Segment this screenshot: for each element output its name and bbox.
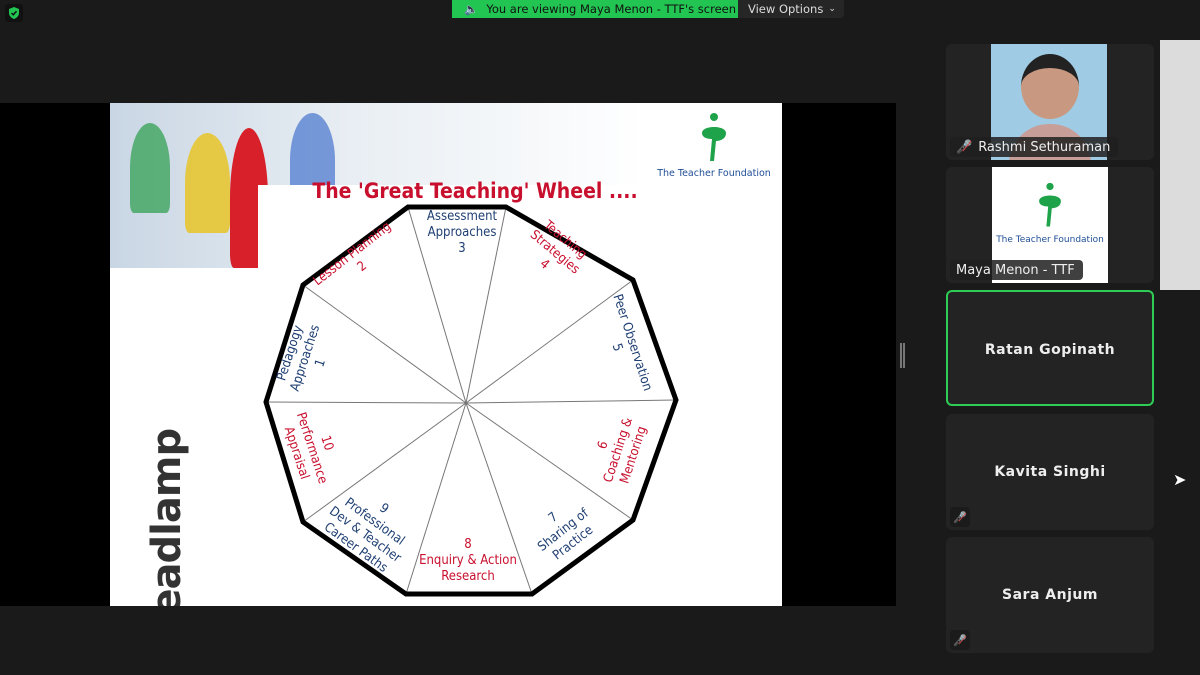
wheel-segment-label: Lesson Planning2 xyxy=(311,219,404,302)
wheel-spoke xyxy=(465,399,677,404)
banner-text: You are viewing Maya Menon - TTF's scree… xyxy=(486,2,737,16)
label-line: Lesson Planning xyxy=(311,219,395,289)
chevron-down-icon: ⌄ xyxy=(828,4,836,14)
logo-text: The Teacher Foundation xyxy=(996,235,1104,245)
participant-name-label: Maya Menon - TTF xyxy=(950,260,1083,280)
teaching-wheel: The 'Great Teaching' Wheel .... Pedagogy… xyxy=(263,179,679,597)
wheel-segment-label: TeachingStrategies4 xyxy=(517,215,593,289)
view-options-button[interactable]: View Options ⌄ xyxy=(738,0,844,18)
label-line: Peer Observation xyxy=(609,292,654,392)
participant-tile[interactable]: Sara Anjum 🎤̸ xyxy=(946,537,1154,653)
participant-name: Maya Menon - TTF xyxy=(956,262,1075,278)
participant-name-label: 🎤̸ Rashmi Sethuraman xyxy=(950,137,1119,157)
wheel-segment-label: PedagogyApproaches1 xyxy=(272,318,338,398)
muted-mic-icon: 🎤̸ xyxy=(950,630,970,650)
wheel-spoke xyxy=(302,284,467,404)
mouse-cursor-icon: ➤ xyxy=(1173,470,1187,489)
screen-share-banner: 🔈 You are viewing Maya Menon - TTF's scr… xyxy=(452,0,738,18)
wheel-rim xyxy=(263,204,679,597)
label-line: Approaches xyxy=(428,225,497,240)
wheel-spoke xyxy=(465,402,533,595)
muted-mic-icon: 🎤̸ xyxy=(956,139,973,155)
label-line: Assessment xyxy=(427,209,498,224)
participant-tile[interactable]: Kavita Singhi 🎤̸ xyxy=(946,414,1154,530)
participant-tile-active-speaker[interactable]: Ratan Gopinath xyxy=(946,290,1154,406)
wheel-spoke xyxy=(465,402,634,521)
label-line: 1 xyxy=(312,357,329,369)
label-line: 8 xyxy=(464,537,471,552)
security-shield-icon[interactable] xyxy=(5,4,23,22)
wheel-segment-label: 6Coaching &Mentoring xyxy=(586,411,651,489)
wheel-spoke xyxy=(265,401,467,404)
wheel-segment-label: 7Sharing ofPractice xyxy=(525,493,602,567)
speaker-icon: 🔈 xyxy=(464,2,479,16)
wheel-spoke xyxy=(407,206,467,404)
wheel-spoke xyxy=(465,206,507,404)
view-options-label: View Options xyxy=(748,2,824,16)
label-line: 5 xyxy=(609,342,626,354)
wheel-segment-label: 9ProfessionalDev & TeacherCareer Paths xyxy=(317,478,423,579)
background-window xyxy=(1160,40,1200,290)
wheel-spoke xyxy=(302,402,467,523)
wheel-spoke xyxy=(465,279,634,404)
muted-mic-icon: 🎤̸ xyxy=(950,507,970,527)
wheel-spoke xyxy=(405,402,467,595)
label-line: Enquiry & Action xyxy=(419,553,517,568)
label-line: Research xyxy=(441,569,495,584)
teacher-foundation-logo: The Teacher Foundation xyxy=(646,103,782,185)
participant-name: Rashmi Sethuraman xyxy=(978,139,1111,155)
label-line: 10 xyxy=(317,434,336,453)
participant-tile[interactable]: The Teacher Foundation Maya Menon - TTF xyxy=(946,167,1154,283)
participant-name: Sara Anjum xyxy=(1002,587,1098,603)
logo-text: The Teacher Foundation xyxy=(657,168,771,179)
participant-name: Kavita Singhi xyxy=(994,464,1106,480)
participant-tile[interactable]: 🎤̸ Rashmi Sethuraman xyxy=(946,44,1154,160)
slide-title: The 'Great Teaching' Wheel .... xyxy=(312,179,637,203)
label-line: 2 xyxy=(355,258,370,274)
label-line: 6 xyxy=(595,439,612,451)
label-line: 3 xyxy=(458,241,465,256)
participant-name: Ratan Gopinath xyxy=(984,342,1116,358)
label-line: 4 xyxy=(537,256,552,272)
presentation-slide: The Teacher Foundation headlamp The 'Gre… xyxy=(110,103,782,606)
resize-handle[interactable] xyxy=(900,343,905,368)
